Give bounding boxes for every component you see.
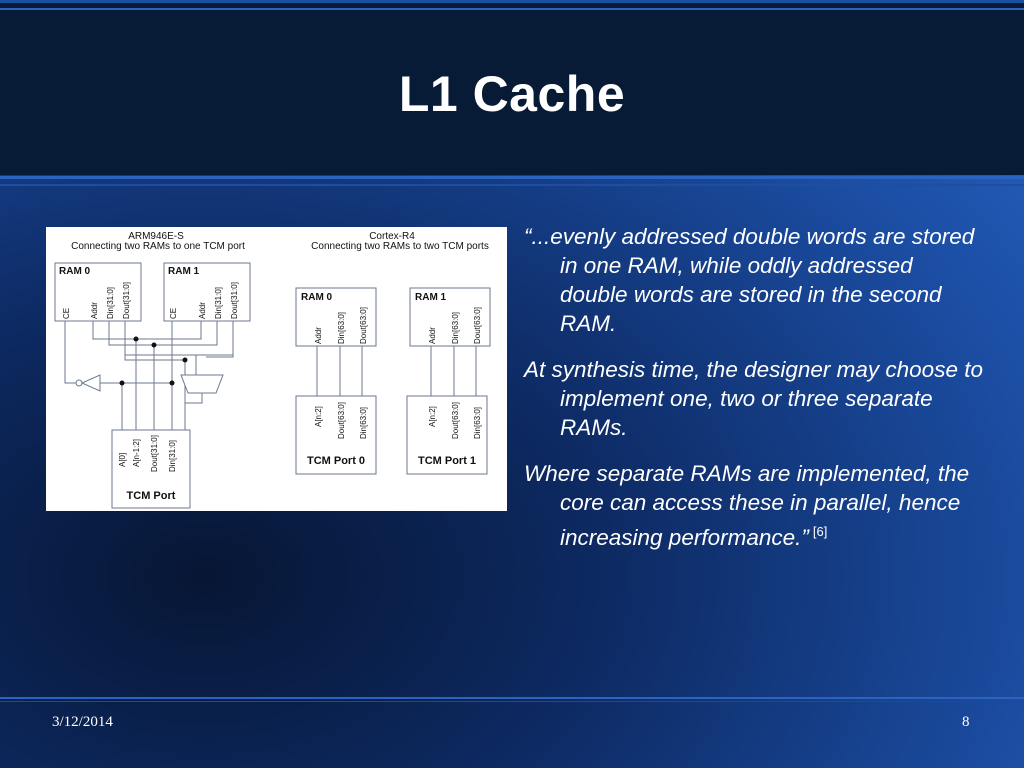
right-ram0-pin-dout: Dout[63:0] [359, 307, 368, 344]
slide-title: L1 Cache [398, 66, 626, 122]
right-ram1-pin-addr: Addr [428, 327, 437, 344]
tcm-diagram: ARM946E-S Connecting two RAMs to one TCM… [46, 227, 507, 511]
slide-number: 8 [962, 714, 970, 730]
right-ram0-label: RAM 0 [301, 292, 333, 303]
quote-paragraph-2: At synthesis time, the designer may choo… [524, 357, 983, 440]
left-port-pin-din: Din[31:0] [168, 440, 177, 472]
right-port1-pin-din: Din[63:0] [473, 407, 482, 439]
right-ram0-pin-din: Din[63:0] [337, 312, 346, 344]
left-ram0-pin-din: Din[31:0] [106, 287, 115, 319]
footer-date: 3/12/2014 [52, 714, 113, 730]
left-ram1-pin-dout: Dout[31:0] [230, 282, 239, 319]
right-diagram-subheading: Connecting two RAMs to two TCM ports [311, 241, 489, 252]
quote-text: “...evenly addressed double words are st… [524, 222, 984, 569]
right-ram1-label: RAM 1 [415, 292, 447, 303]
top-rule [0, 8, 1024, 10]
right-port0-label: TCM Port 0 [307, 455, 365, 467]
right-ram1-pin-din: Din[63:0] [451, 312, 460, 344]
left-ram1-label: RAM 1 [168, 266, 200, 277]
right-port0-pin-dout: Dout[63:0] [337, 402, 346, 439]
left-diagram-subheading: Connecting two RAMs to one TCM port [71, 241, 245, 252]
quote-paragraph-1: “...evenly addressed double words are st… [524, 224, 975, 336]
left-port-pin-a0: A[0] [118, 453, 127, 467]
left-ram1-pin-ce: CE [169, 308, 178, 319]
right-port1-pin-dout: Dout[63:0] [451, 402, 460, 439]
left-port-pin-dout: Dout[31:0] [150, 435, 159, 472]
header-rule [0, 176, 1024, 179]
quote-paragraph-3-text: Where separate RAMs are implemented, the… [524, 461, 970, 550]
left-port-pin-addr: A[n-1:2] [132, 439, 141, 467]
quote-paragraph-3: Where separate RAMs are implemented, the… [524, 459, 984, 552]
left-port-label: TCM Port [127, 490, 176, 502]
footer-rule-thin [0, 701, 1024, 702]
footer-rule [0, 697, 1024, 699]
right-port1-pin-addr: A[n:2] [428, 406, 437, 427]
left-ram1-pin-addr: Addr [198, 302, 207, 319]
left-ram0-pin-ce: CE [62, 308, 71, 319]
right-ram0-pin-addr: Addr [314, 327, 323, 344]
right-port0-pin-din: Din[63:0] [359, 407, 368, 439]
left-diagram-heading: ARM946E-S [128, 231, 184, 242]
header-rule-thin [0, 184, 1024, 186]
title-bar: L1 Cache [0, 0, 1024, 175]
left-ram0-label: RAM 0 [59, 266, 91, 277]
left-ram1-pin-din: Din[31:0] [214, 287, 223, 319]
right-ram1-pin-dout: Dout[63:0] [473, 307, 482, 344]
right-port0-pin-addr: A[n:2] [314, 406, 323, 427]
left-ram0-pin-dout: Dout[31:0] [122, 282, 131, 319]
right-port1-label: TCM Port 1 [418, 455, 476, 467]
citation-reference: [6] [812, 524, 828, 539]
left-ram0-pin-addr: Addr [90, 302, 99, 319]
right-diagram-heading: Cortex-R4 [369, 231, 415, 242]
